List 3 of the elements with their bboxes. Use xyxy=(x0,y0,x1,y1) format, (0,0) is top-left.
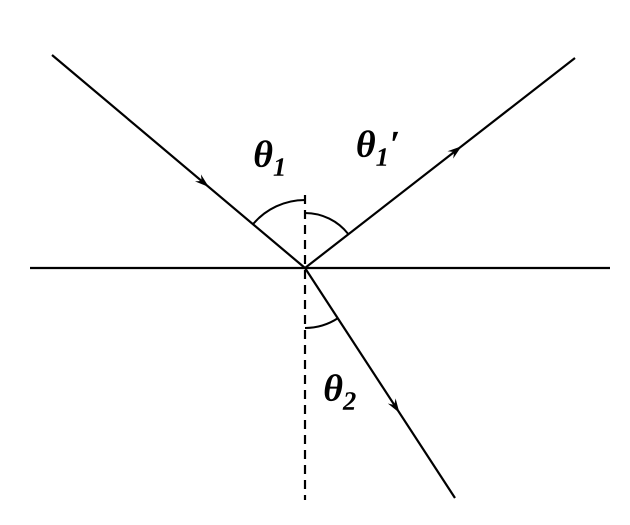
angle-label: θ$_{1}$ xyxy=(254,140,284,176)
angle-label: θ$_{2}$ xyxy=(324,374,356,410)
angle-label: θ$_{1}$′ xyxy=(357,130,398,166)
